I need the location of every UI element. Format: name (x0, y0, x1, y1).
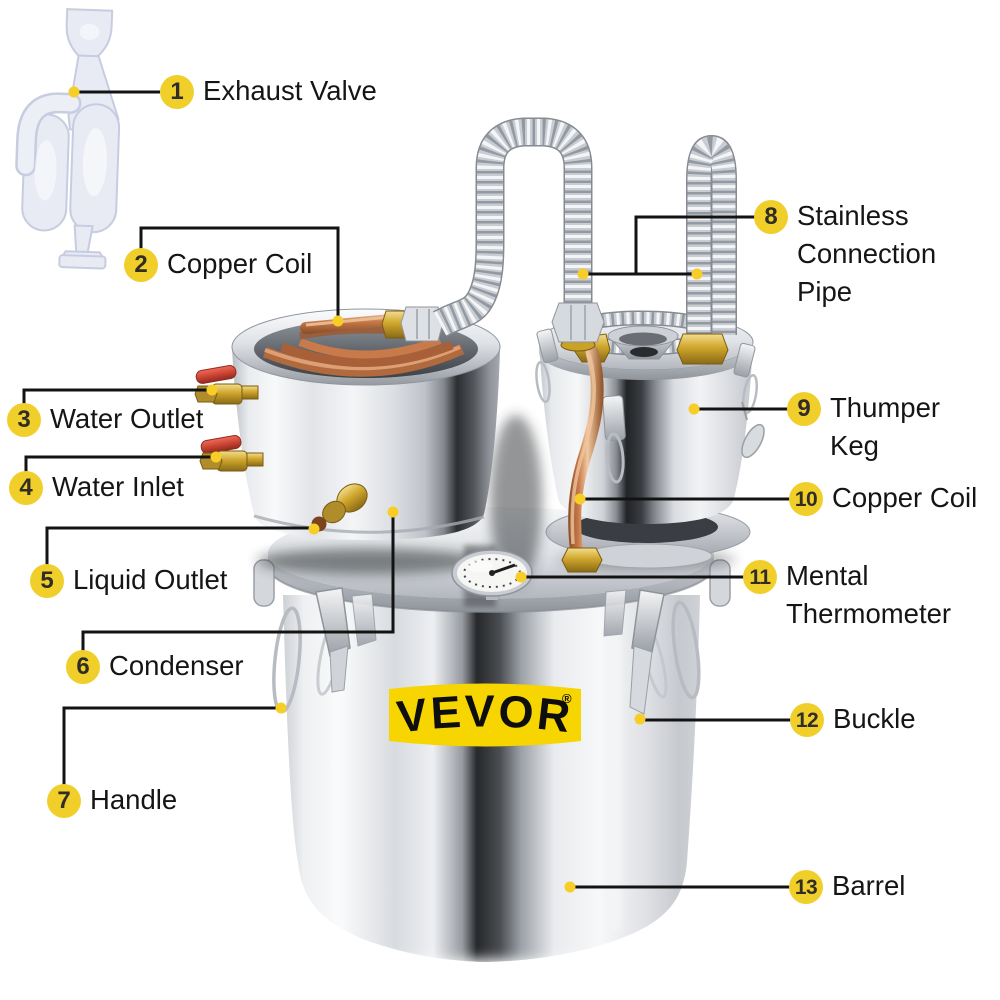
exhaust-valve-illustration (15, 8, 121, 270)
callout-9: 9 Thumper Keg (787, 392, 965, 465)
callout-line-7 (62, 706, 281, 785)
callout-8-label: Stainless Connection Pipe (797, 200, 937, 307)
vevor-logo-text: VEVOR (394, 685, 576, 742)
lid-lug-right (709, 559, 731, 607)
callout-12-number: 12 (790, 703, 824, 737)
callout-1-number: 1 (160, 75, 194, 109)
shadow-gap (490, 415, 542, 585)
liquid-outlet-fitting (311, 483, 368, 532)
callout-dots (68, 86, 703, 893)
callout-13-label: Barrel (832, 870, 906, 901)
thumper-buckles (535, 328, 765, 484)
stainless-connection-pipe-left (433, 117, 605, 352)
callout-13-number: 13 (789, 870, 823, 904)
callout-5-number: 5 (30, 564, 64, 598)
callout-9-number: 9 (787, 392, 821, 426)
callout-4: 4 Water Inlet (9, 471, 184, 506)
callout-8-number: 8 (754, 200, 788, 234)
callout-5: 5 Liquid Outlet (30, 564, 227, 599)
callout-line-6 (81, 513, 395, 651)
registered-mark: ® (562, 691, 572, 706)
stainless-connection-pipe-right (676, 134, 737, 365)
callout-line-5 (45, 526, 314, 565)
callout-11-number: 11 (743, 560, 777, 594)
callout-6: 6 Condenser (66, 650, 244, 685)
callout-line-4 (24, 455, 216, 472)
callout-10-number: 10 (789, 482, 823, 516)
callout-lines (22, 90, 791, 889)
callout-line-3 (22, 388, 212, 404)
callout-3-number: 3 (7, 403, 41, 437)
callout-11-label: Mental Thermometer (786, 560, 952, 629)
callout-3: 3 Water Outlet (7, 403, 203, 438)
vevor-logo-badge: VEVOR ® (389, 683, 581, 747)
buckle-blade (629, 645, 653, 715)
callout-line-8 (583, 215, 755, 276)
callout-13: 13 Barrel (789, 870, 905, 905)
callout-2-label: Copper Coil (167, 248, 313, 279)
callout-6-label: Condenser (109, 650, 244, 681)
callout-7: 7 Handle (47, 784, 177, 819)
callout-12-label: Buckle (833, 703, 916, 734)
callout-4-number: 4 (9, 471, 43, 505)
condenser-illustration (194, 306, 501, 574)
lid-funnel (607, 325, 680, 360)
callout-7-label: Handle (90, 784, 178, 815)
barrel-illustration (235, 595, 745, 1000)
water-inlet-valve (199, 435, 264, 472)
callout-9-label: Thumper Keg (830, 392, 941, 461)
callout-6-number: 6 (66, 650, 100, 684)
callout-5-label: Liquid Outlet (73, 564, 228, 595)
callout-10: 10 Copper Coil (789, 482, 977, 517)
callout-12: 12 Buckle (790, 703, 916, 738)
callout-4-label: Water Inlet (52, 471, 184, 502)
callout-line-2 (139, 226, 340, 320)
mental-thermometer-illustration (451, 549, 533, 600)
callout-2-number: 2 (124, 248, 158, 282)
callout-1: 1 Exhaust Valve (160, 75, 377, 110)
callout-7-number: 7 (47, 784, 81, 818)
callout-2: 2 Copper Coil (124, 248, 312, 283)
callout-10-label: Copper Coil (832, 482, 978, 513)
callout-8: 8 Stainless Connection Pipe (754, 200, 949, 311)
barrel-buckles-right (603, 589, 701, 715)
callout-3-label: Water Outlet (50, 403, 204, 434)
callout-1-label: Exhaust Valve (203, 75, 377, 106)
callout-11: 11 Mental Thermometer (743, 560, 964, 633)
